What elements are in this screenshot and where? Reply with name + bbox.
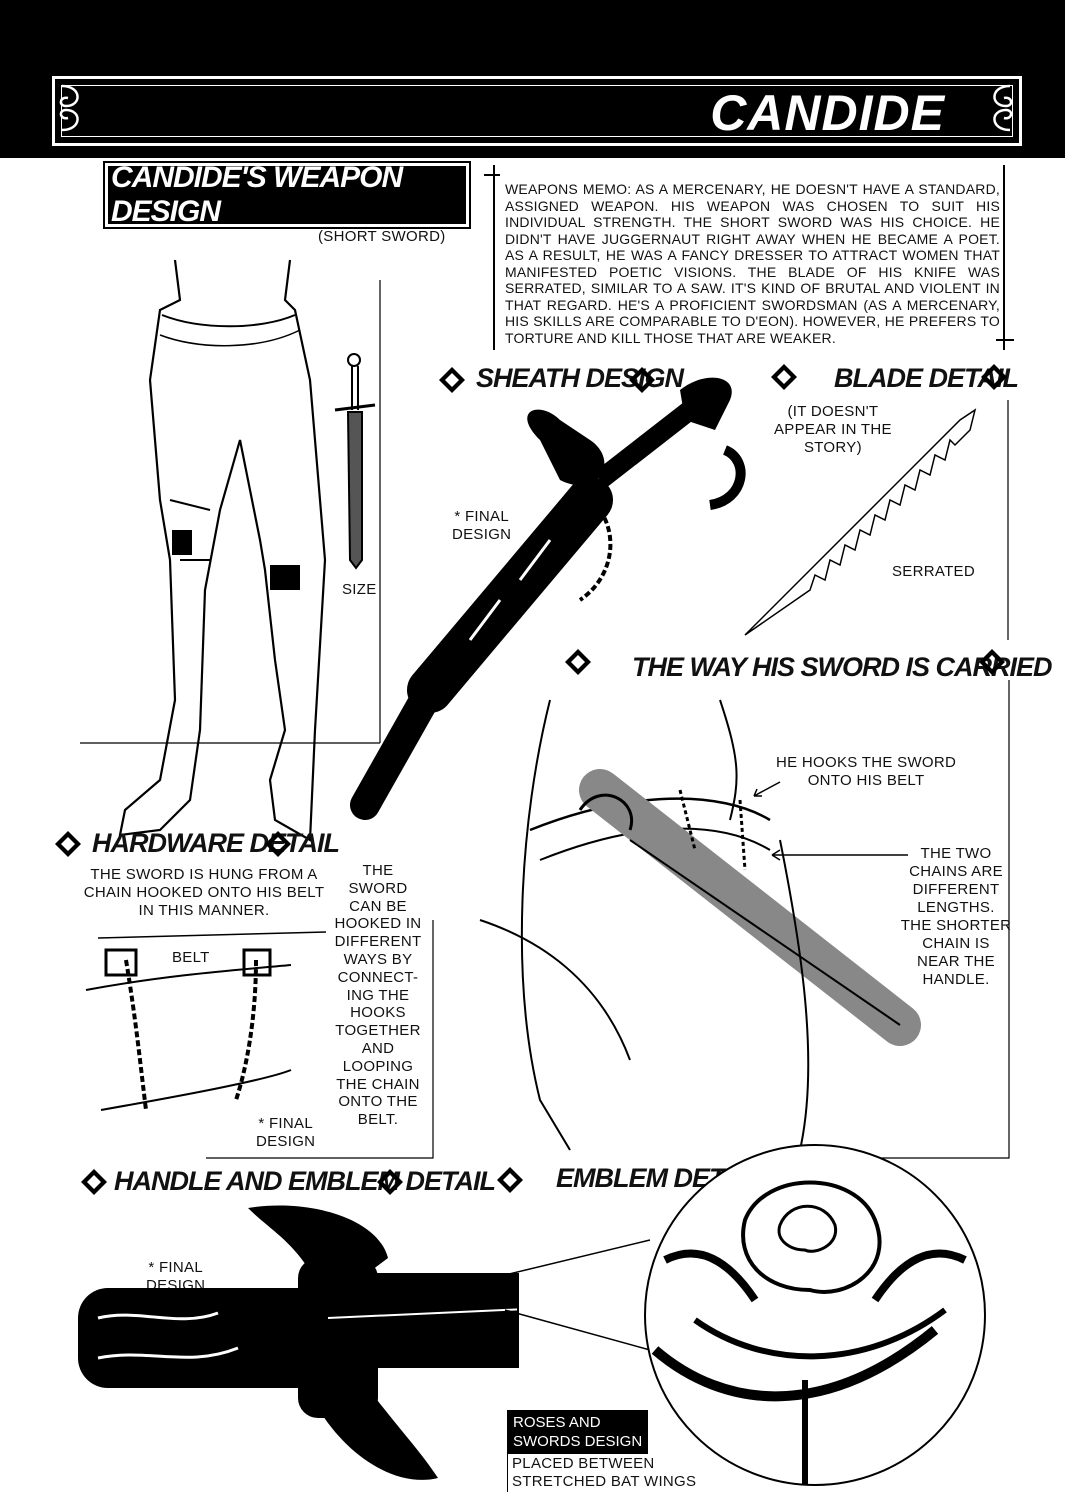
handle-illustration	[78, 1205, 549, 1480]
legs-figure-sketch	[80, 259, 381, 842]
emblem-illustration	[504, 1144, 986, 1486]
hardware-final-note: * FINAL DESIGN	[256, 1115, 316, 1150]
blade-story-note: (IT DOESN'T APPEAR IN THE STORY)	[774, 403, 892, 456]
hook-method-note: THE SWORD CAN BE HOOKED IN DIFFERENT WAY…	[334, 862, 422, 1129]
diamond-ornament-icon	[565, 649, 591, 675]
diamond-ornament-icon	[497, 1167, 523, 1193]
hardware-detail-heading: HARDWARE DETAIL	[92, 828, 340, 858]
caption-divider	[507, 1454, 508, 1492]
two-chains-note: THE TWO CHAINS ARE DIFFERENT LENGTHS. TH…	[900, 845, 1012, 988]
diamond-ornament-icon	[771, 364, 797, 390]
diamond-ornament-icon	[265, 831, 291, 857]
short-sword-label: (SHORT SWORD)	[318, 228, 446, 245]
diamond-ornament-icon	[55, 831, 81, 857]
diamond-ornament-icon	[979, 649, 1005, 675]
weapons-memo: WEAPONS MEMO: AS A MERCENARY, HE DOESN'T…	[505, 181, 1000, 346]
sheath-sword-illustration	[350, 377, 746, 820]
sheath-final-note: * FINAL DESIGN	[452, 508, 512, 543]
sword-carried-heading: THE WAY HIS SWORD IS CARRIED	[632, 652, 1053, 682]
size-reference-sword-sketch	[334, 353, 376, 570]
bat-wings-caption: PLACED BETWEEN STRETCHED BAT WINGS	[512, 1455, 697, 1490]
hardware-description: THE SWORD IS HUNG FROM A CHAIN HOOKED ON…	[83, 866, 325, 919]
weapon-design-heading-text: CANDIDE'S WEAPON DESIGN	[111, 161, 403, 228]
hook-belt-note: HE HOOKS THE SWORD ONTO HIS BELT	[776, 754, 957, 789]
pointer-arrow-icon	[771, 849, 908, 861]
serrated-label: SERRATED	[892, 563, 975, 580]
blade-detail-heading: BLADE DETAIL	[834, 363, 1019, 393]
belt-label: BELT	[172, 949, 210, 966]
scroll-ornament-right-icon	[993, 84, 1013, 132]
belt-chain-sketch	[85, 920, 434, 1159]
pointer-arrow-icon	[753, 781, 781, 797]
memo-bracket	[484, 165, 1014, 350]
weapon-design-heading: CANDIDE'S WEAPON DESIGN	[103, 161, 471, 229]
scroll-ornament-left-icon	[59, 84, 79, 132]
handle-emblem-heading: HANDLE AND EMBLEM DETAIL	[114, 1166, 496, 1196]
diamond-ornament-icon	[377, 1169, 403, 1195]
diamond-ornament-icon	[629, 367, 655, 393]
page-title: CANDIDE	[710, 85, 945, 141]
size-label: SIZE	[342, 581, 377, 598]
diamond-ornament-icon	[981, 364, 1007, 390]
header-bar	[0, 0, 1065, 158]
diamond-ornament-icon	[81, 1169, 107, 1195]
serrated-blade-sketch	[744, 400, 1009, 640]
roses-swords-label: ROSES AND SWORDS DESIGN	[507, 1410, 649, 1454]
diamond-ornament-icon	[439, 367, 465, 393]
